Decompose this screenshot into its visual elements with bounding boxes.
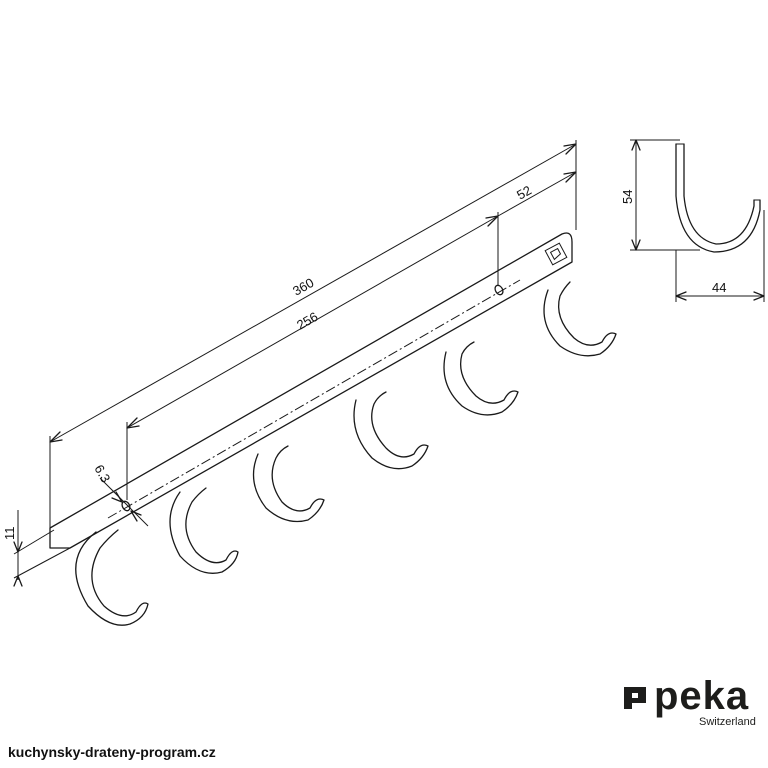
dimension-52: 52 <box>497 170 577 217</box>
hook-1 <box>75 529 149 626</box>
brand-subtitle: Switzerland <box>699 716 756 728</box>
dimension-44-text: 44 <box>712 280 726 295</box>
brand-name: peka <box>654 674 750 718</box>
dimension-6-3: 6.3 <box>91 462 149 527</box>
dimension-256-text: 256 <box>294 309 320 333</box>
hook-2 <box>169 487 239 574</box>
dimension-44: 44 <box>675 210 765 302</box>
center-line <box>107 279 521 519</box>
hook-6 <box>543 281 617 357</box>
dimension-6-3-text: 6.3 <box>91 462 113 485</box>
side-profile <box>675 143 761 253</box>
hooks <box>75 281 617 626</box>
dimension-54: 54 <box>620 139 700 251</box>
dimension-360: 360 <box>49 140 577 528</box>
hook-5 <box>443 341 519 416</box>
rail <box>49 232 573 549</box>
brand-logo: peka <box>624 676 749 716</box>
dimension-54-text: 54 <box>620 190 635 204</box>
rail-logo-icon <box>544 242 568 266</box>
hook-4 <box>353 391 429 470</box>
dimension-52-text: 52 <box>514 182 534 202</box>
dimension-11: 11 <box>2 510 71 587</box>
hook-3 <box>252 445 325 523</box>
peka-logo-icon <box>624 687 646 709</box>
dimension-256: 256 <box>126 212 499 500</box>
website-link[interactable]: kuchynsky-drateny-program.cz <box>8 744 216 760</box>
dimension-360-text: 360 <box>290 275 316 299</box>
dimension-11-text: 11 <box>2 527 17 541</box>
